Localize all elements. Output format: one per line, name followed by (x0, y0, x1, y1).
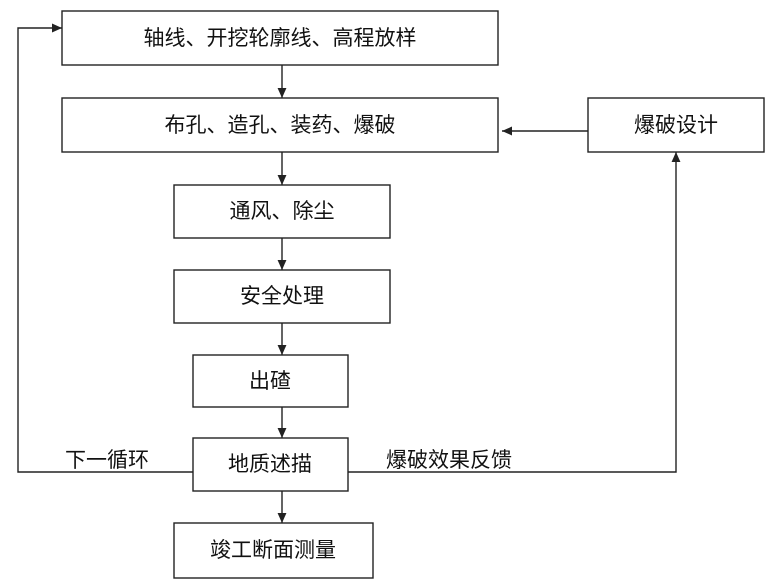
node-design-label: 爆破设计 (634, 113, 718, 137)
node-geology: 地质述描 (192, 437, 349, 492)
node-ventilation: 通风、除尘 (173, 184, 391, 239)
node-drill-label: 布孔、造孔、装药、爆破 (165, 113, 396, 137)
node-drill: 布孔、造孔、装药、爆破 (61, 97, 499, 153)
loop-blasting-feedback (348, 152, 681, 473)
node-mucking-label: 出碴 (249, 369, 291, 393)
node-safety: 安全处理 (173, 269, 391, 324)
node-ventilation-label: 通风、除尘 (230, 199, 335, 223)
node-design: 爆破设计 (587, 97, 765, 153)
connectors (17, 23, 681, 523)
node-survey: 轴线、开挖轮廓线、高程放样 (61, 10, 499, 66)
node-survey-label: 轴线、开挖轮廓线、高程放样 (144, 26, 417, 50)
node-asbuilt: 竣工断面测量 (173, 522, 374, 579)
label-blasting-feedback: 爆破效果反馈 (386, 448, 512, 472)
label-next-cycle: 下一循环 (65, 448, 149, 472)
node-safety-label: 安全处理 (240, 284, 324, 308)
node-asbuilt-label: 竣工断面测量 (210, 538, 336, 562)
loop-next-cycle (17, 23, 193, 473)
node-mucking: 出碴 (192, 354, 349, 408)
node-geology-label: 地质述描 (228, 452, 312, 476)
